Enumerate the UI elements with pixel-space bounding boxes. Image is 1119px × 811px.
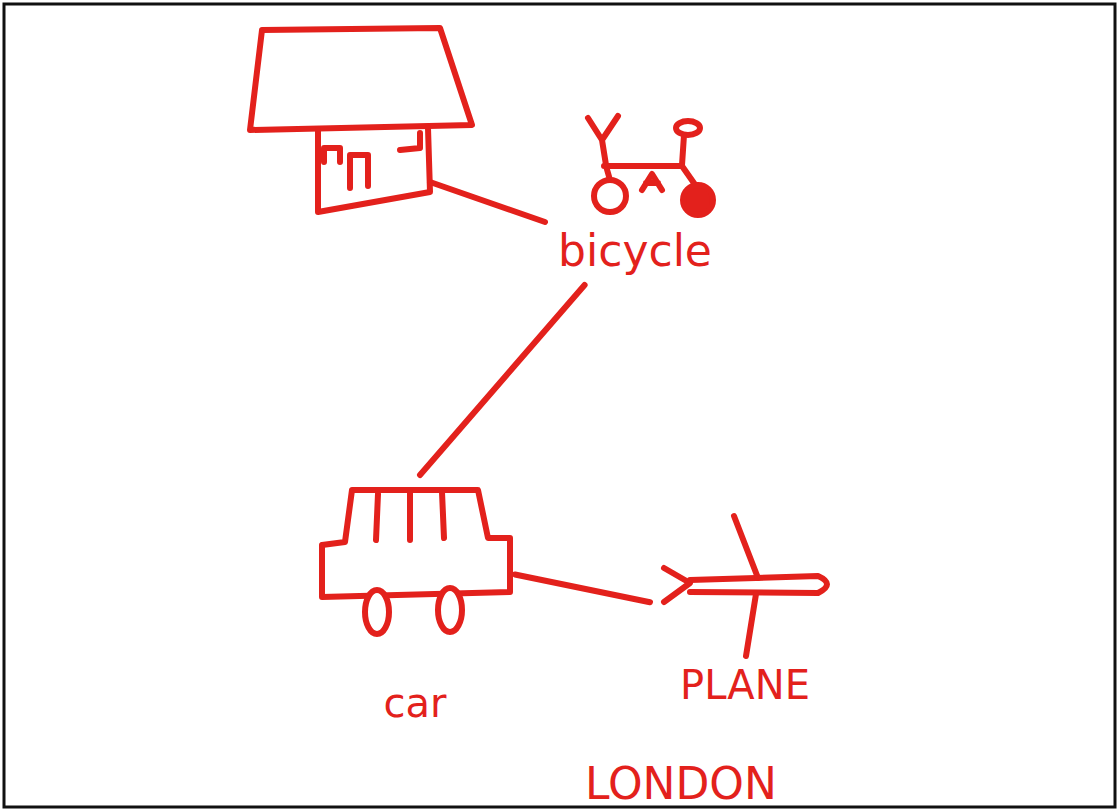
bicycle-wheel [683, 185, 713, 215]
car-window [376, 492, 444, 540]
car-body [322, 490, 510, 597]
leader-line [430, 182, 545, 222]
house-door [350, 155, 368, 188]
bicycle-wheel [594, 180, 626, 212]
connector-line [515, 574, 650, 602]
car-wheel [438, 588, 462, 632]
frame [4, 4, 1115, 807]
node-label: car [384, 681, 447, 725]
node-label: PLANE [680, 663, 810, 707]
bicycle-seat [676, 121, 700, 135]
plane-tail [664, 568, 690, 602]
place-label: LONDON [585, 760, 777, 808]
car-node: car [315, 475, 515, 730]
bicycle-seat-post [682, 135, 684, 165]
bicycle-node: bicycle [545, 95, 725, 285]
bicycle-handlebar [588, 116, 618, 165]
house-wall [318, 128, 430, 212]
connector-line [420, 285, 585, 475]
plane-wing [734, 516, 758, 656]
bicycle-pedal [642, 174, 662, 190]
sketch [250, 28, 827, 656]
house-roof [250, 28, 472, 130]
plane-node: PLANE [650, 510, 840, 715]
node-label: bicycle [558, 227, 712, 275]
house-window [400, 133, 420, 150]
car-wheel [365, 590, 389, 634]
house-window [324, 148, 340, 162]
